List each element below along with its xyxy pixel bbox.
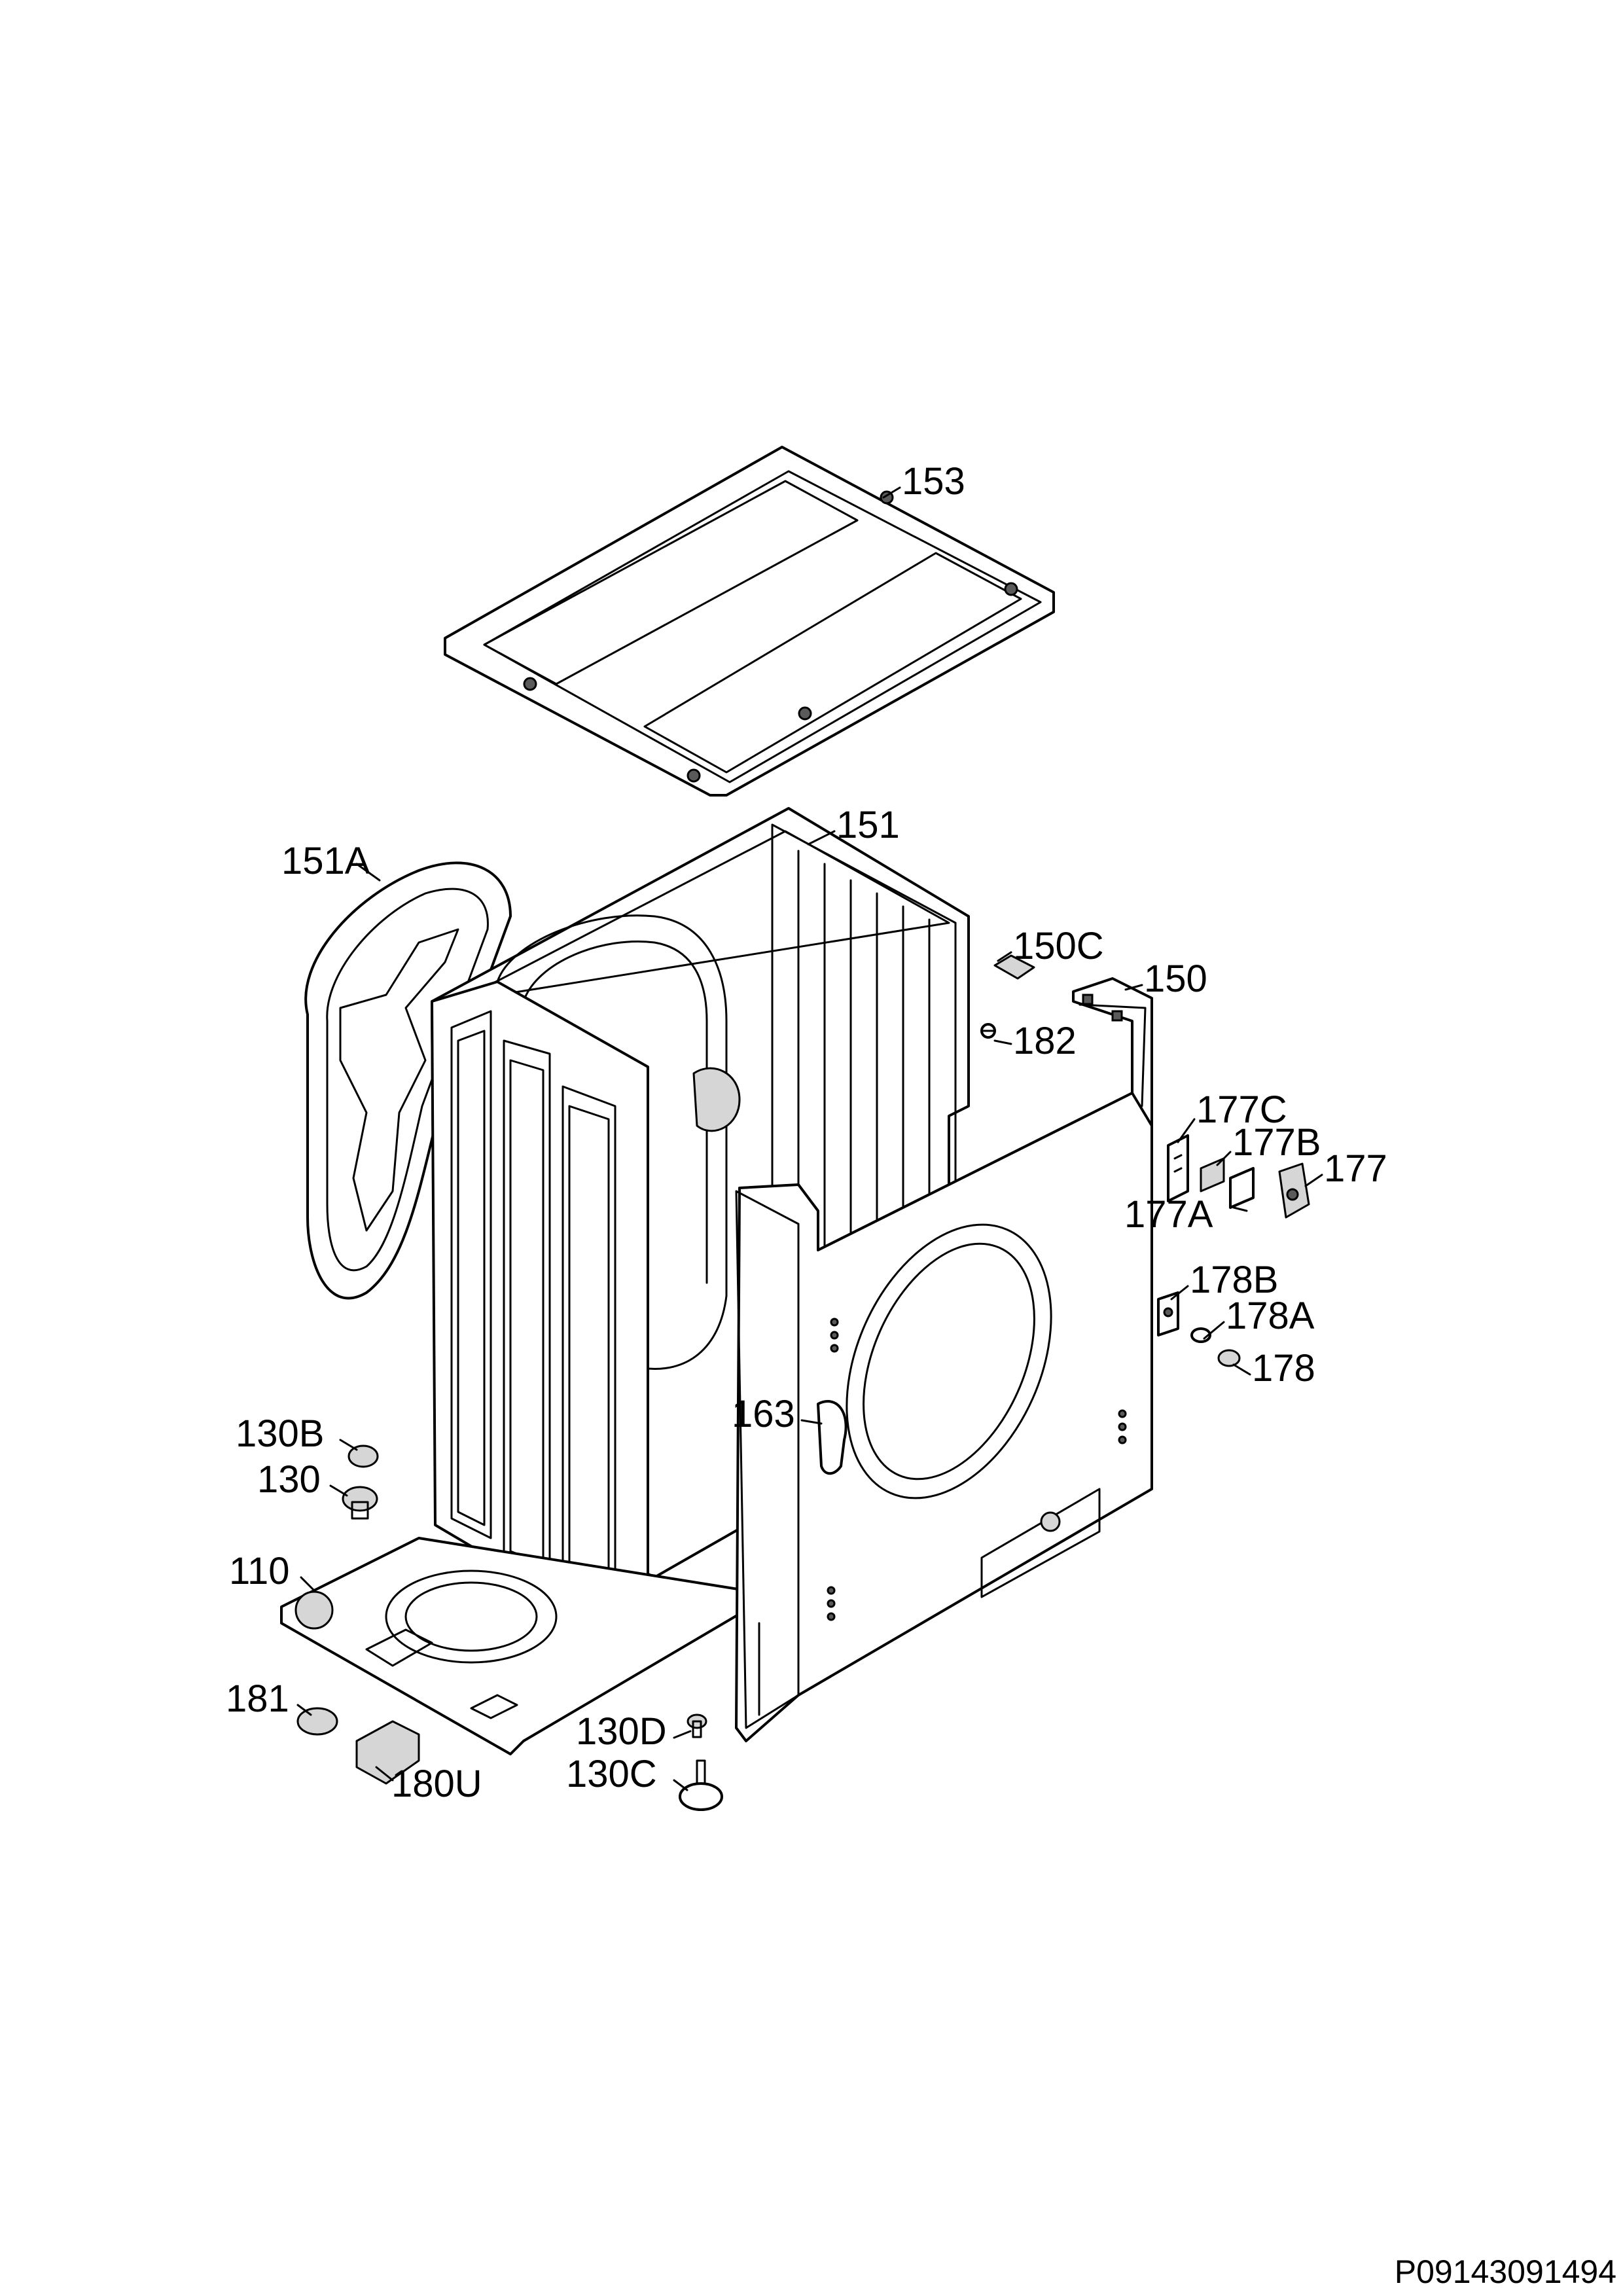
leader-lines xyxy=(296,486,1323,1791)
diagram-code: P09143091494 xyxy=(1395,2253,1616,2290)
side-panel-left[interactable] xyxy=(431,980,649,1644)
foot-130[interactable] xyxy=(342,1486,378,1520)
callout-163[interactable]: 163 xyxy=(732,1393,795,1435)
callout-151A[interactable]: 151A xyxy=(281,840,370,882)
callout-150C[interactable]: 150C xyxy=(1013,925,1104,967)
valve-181[interactable] xyxy=(296,1707,338,1736)
hinge-bracket-177A[interactable] xyxy=(1229,1167,1255,1209)
callout-130D[interactable]: 130D xyxy=(576,1710,667,1753)
front-panel[interactable] xyxy=(735,1092,1153,1742)
callout-130B[interactable]: 130B xyxy=(236,1412,324,1455)
callout-150[interactable]: 150 xyxy=(1144,958,1207,1000)
base-tray-110[interactable] xyxy=(280,1537,747,1755)
hinge-177[interactable] xyxy=(1278,1162,1310,1219)
clip-150C[interactable] xyxy=(993,954,1035,980)
foot-cap-130B[interactable] xyxy=(348,1444,379,1468)
callout-178A[interactable]: 178A xyxy=(1226,1295,1315,1337)
latch-163[interactable] xyxy=(817,1400,847,1475)
callout-177A[interactable]: 177A xyxy=(1124,1193,1213,1236)
foot-cap-130D[interactable] xyxy=(687,1713,707,1738)
pump-180U[interactable] xyxy=(355,1720,420,1785)
plate-178B[interactable] xyxy=(1157,1291,1179,1336)
callout-153[interactable]: 153 xyxy=(902,460,965,503)
callout-178[interactable]: 178 xyxy=(1252,1347,1315,1390)
callout-130[interactable]: 130 xyxy=(257,1458,321,1501)
hinge-plate-177C[interactable] xyxy=(1167,1134,1189,1202)
callout-181[interactable]: 181 xyxy=(226,1677,289,1720)
screw-182[interactable] xyxy=(980,1023,996,1039)
callout-130C[interactable]: 130C xyxy=(566,1753,657,1795)
callout-151[interactable]: 151 xyxy=(836,804,900,846)
top-cover-153[interactable] xyxy=(444,446,1055,797)
callout-178B[interactable]: 178B xyxy=(1190,1259,1278,1301)
callout-180U[interactable]: 180U xyxy=(391,1763,482,1805)
callout-177B[interactable]: 177B xyxy=(1232,1121,1321,1164)
foot-130C[interactable] xyxy=(679,1759,723,1811)
callout-labels: 153 151 151A 150C 150 182 177C 177B 177 … xyxy=(226,460,1387,1805)
callout-177[interactable]: 177 xyxy=(1324,1147,1387,1190)
callout-177C[interactable]: 177C xyxy=(1196,1088,1287,1131)
hinge-part-177B[interactable] xyxy=(1200,1157,1225,1193)
callout-182[interactable]: 182 xyxy=(1013,1020,1077,1062)
callout-110[interactable]: 110 xyxy=(229,1550,289,1592)
knob-178[interactable] xyxy=(1217,1349,1241,1367)
